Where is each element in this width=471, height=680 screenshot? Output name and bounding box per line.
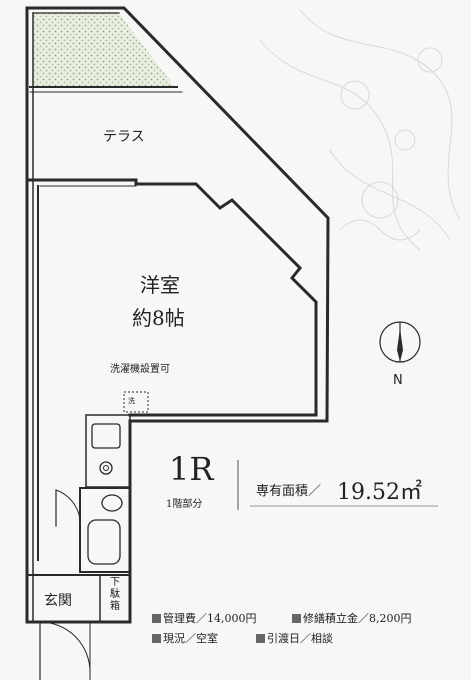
shoe-box-label: 下駄箱 bbox=[110, 577, 120, 612]
area-label: 専有面積／ bbox=[256, 484, 322, 499]
bullet-square-icon bbox=[256, 634, 265, 643]
management-fee: 管理費／14,000円 bbox=[152, 610, 257, 626]
washer-note: 洗濯機設置可 bbox=[110, 364, 170, 375]
current-status-text: 現況／空室 bbox=[163, 632, 218, 645]
bullet-square-icon bbox=[292, 614, 301, 623]
room-size-label: 約8帖 bbox=[132, 306, 185, 330]
area-value: 19.52㎡ bbox=[337, 480, 422, 505]
lace-pattern-decoration bbox=[259, 9, 461, 251]
terrace-label: テラス bbox=[103, 129, 145, 145]
bullet-square-icon bbox=[152, 614, 161, 623]
current-status: 現況／空室 bbox=[152, 630, 218, 646]
entrance-label: 玄関 bbox=[44, 593, 72, 609]
repair-reserve: 修繕積立金／8,200円 bbox=[292, 610, 412, 626]
north-label: N bbox=[393, 373, 403, 388]
western-room-label: 洋室 bbox=[140, 273, 180, 297]
handover-date: 引渡日／相談 bbox=[256, 630, 333, 646]
compass-icon bbox=[379, 321, 421, 363]
washer-mark: 洗 bbox=[128, 397, 135, 405]
washer-space bbox=[123, 391, 149, 413]
layout-type: 1R bbox=[169, 450, 214, 488]
floor-info: 1階部分 bbox=[166, 499, 203, 510]
walls bbox=[25, 6, 330, 680]
handover-date-text: 引渡日／相談 bbox=[267, 632, 333, 645]
repair-reserve-text: 修繕積立金／8,200円 bbox=[303, 612, 412, 625]
bullet-square-icon bbox=[152, 634, 161, 643]
garden-hatch-area bbox=[33, 12, 174, 86]
management-fee-text: 管理費／14,000円 bbox=[163, 612, 257, 625]
